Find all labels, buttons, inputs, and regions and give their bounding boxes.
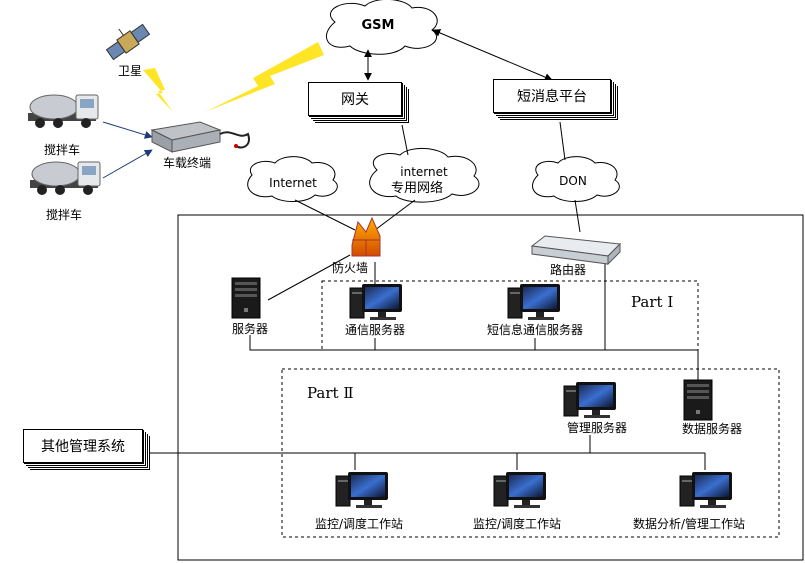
firewall-label: 防火墙: [331, 261, 369, 275]
sms-platform-box: 短消息平台: [493, 79, 611, 113]
truck-1-label: 搅拌车: [43, 143, 81, 157]
part1-bus: [249, 335, 699, 382]
don-router-link: [574, 199, 581, 233]
comm-server-label: 通信服务器: [344, 323, 406, 337]
other-systems-label: 其他管理系统: [41, 439, 125, 455]
workstation-3-icon: [679, 471, 733, 509]
sms-comm-server-icon: [507, 283, 561, 321]
firewall-icon: [351, 216, 381, 257]
internet-firewall-link: [294, 199, 356, 231]
vehicle-terminal-label: 车载终端: [162, 156, 212, 170]
internet-label: Internet: [269, 176, 317, 190]
part2-box: [281, 368, 780, 538]
gateway-label: 网关: [341, 92, 369, 108]
mgmt-server-label: 管理服务器: [566, 421, 628, 435]
mixer-truck-1-icon: [27, 94, 99, 129]
vehicle-terminal-icon: [150, 121, 250, 153]
workstation-3-label: 数据分析/管理工作站: [632, 517, 746, 531]
data-server-label: 数据服务器: [681, 422, 743, 436]
gsm-signal-bolt: [205, 42, 324, 112]
server-label: 服务器: [231, 322, 269, 336]
gsm-cloud: [325, 0, 438, 55]
mixer-truck-2-icon: [29, 161, 101, 196]
satellite-icon: [105, 23, 151, 61]
workstation-1-label: 监控/调度工作站: [314, 517, 404, 531]
part2-label: Part Ⅱ: [307, 384, 354, 402]
mgmt-server-icon: [563, 381, 617, 419]
workstation-1-icon: [335, 471, 389, 509]
internet-private-label-1: internet: [400, 165, 448, 179]
gateway-private-link: [401, 124, 409, 156]
data-server-tower-icon: [683, 379, 713, 421]
satellite-signal-bolt: [143, 68, 173, 112]
sms-don-link: [559, 121, 566, 161]
router-icon: [530, 235, 622, 266]
sms-comm-server-label: 短信息通信服务器: [486, 323, 584, 337]
router-label: 路由器: [549, 263, 587, 277]
gateway-box: 网关: [308, 82, 402, 116]
internet-cloud: [247, 156, 338, 202]
don-cloud: [532, 156, 620, 202]
server-tower-icon: [231, 277, 261, 319]
comm-server-icon: [349, 283, 403, 321]
truck-2-label: 搅拌车: [45, 208, 83, 222]
truck2-arrow: [102, 149, 153, 179]
workstation-2-label: 监控/调度工作站: [472, 517, 562, 531]
other-systems-box: 其他管理系统: [23, 429, 143, 463]
sms-platform-label: 短消息平台: [517, 89, 587, 105]
gsm-sms-link: [432, 29, 553, 81]
don-label: DON: [559, 174, 587, 188]
internet-private-cloud: [369, 148, 480, 203]
private-firewall-link: [374, 199, 416, 231]
gsm-label: GSM: [361, 18, 395, 33]
firewall-server-link: [267, 254, 351, 301]
truck1-arrow: [102, 121, 153, 139]
workstation-2-icon: [493, 471, 547, 509]
satellite-label: 卫星: [117, 64, 143, 78]
internet-private-label-2: 专用网络: [390, 181, 444, 196]
system-boundary: [177, 214, 804, 561]
part1-label: Part Ⅰ: [631, 293, 674, 311]
